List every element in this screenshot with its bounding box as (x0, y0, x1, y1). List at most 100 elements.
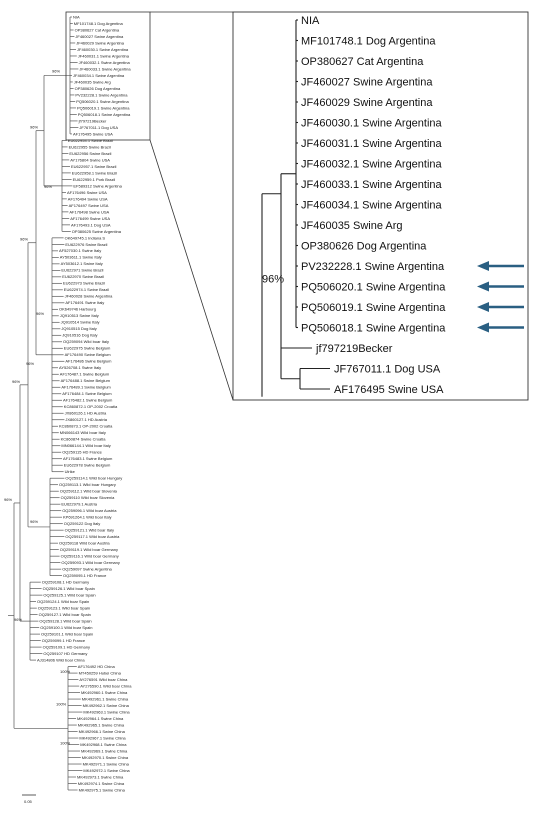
tree-leaf-label: AF176498 Swine USA (69, 209, 109, 214)
tree-leaf-label: AY276590.1 Wild boar China (80, 683, 132, 688)
tree-leaf-label: EU622957.1 Swine Brazil (71, 164, 116, 169)
tree-leaf-label: Ulrike (65, 469, 76, 474)
tree-leaf-label: EU622958.1 Swine Brazil (72, 170, 117, 175)
tree-leaf-label: AF176482.1 Swine Belgium (63, 398, 113, 403)
tree-leaf-label: OQ259118 Wild boar Austria (59, 541, 110, 546)
tree-leaf-label: AY503612.1 Swine Italy (61, 261, 103, 266)
tree-leaf-label: OQ259109.1 HD Germany (43, 644, 90, 649)
tree-leaf-label: AF176497 Swine USA (69, 203, 109, 208)
tree-support-value: 96% (44, 184, 52, 189)
tree-leaf-label: MK492960.1 Swine China (81, 690, 128, 695)
tree-leaf-label: JQ910514 Swine Italy (61, 320, 100, 325)
tree-leaf-label: PQ506018.1 Swine Argentina (78, 112, 131, 117)
tree-leaf-label: MN066143 Wild boar Italy (60, 430, 106, 435)
tree-support-value: 96% (20, 237, 28, 242)
tree-support-value: 100% (60, 669, 71, 674)
tree-leaf-label: OQ259107 HD Germany (43, 651, 87, 656)
tree-leaf-label: KC860874 Swine Croatia (61, 437, 107, 442)
zoom-leaf-label: JF767011.1 Dog USA (334, 364, 441, 376)
tree-leaf-label: OP380625 Swine Argentina (72, 229, 122, 234)
highlight-arrow-head (477, 322, 489, 333)
tree-leaf-label: PV232228.1 Swine Argentina (75, 92, 128, 97)
tree-leaf-label: EU622956 Swine Brazil (69, 151, 111, 156)
tree-leaf-label: MK492968.1 Swine China (80, 742, 127, 747)
tree-leaf-label: MK492967.1 Swine China (79, 735, 126, 740)
tree-leaf-label: OQ259128.1 Wild boar Spain (39, 619, 91, 624)
tree-leaf-label: MK492969.1 Swine China (81, 748, 128, 753)
tree-leaf-label: PQ506020.1 Swine Argentina (76, 99, 129, 104)
tree-leaf-label: KC860873.1 OP-2002 Croatia (59, 424, 113, 429)
tree-leaf-label: AF176499 Swine USA (70, 216, 110, 221)
zoom-leaf-label: MF101748.1 Dog Argentina (301, 36, 436, 48)
tree-leaf-label: OQ259099.1 HD France (42, 638, 86, 643)
tree-leaf-label: JQ910513 Swine Italy (60, 313, 99, 318)
highlight-arrow-head (477, 302, 489, 312)
tree-leaf-label: EU622978 Swine Belgium (64, 463, 111, 468)
clade-highlight-box (65, 11, 151, 141)
tree-leaf-label: MK492974.1 Swine China (78, 781, 125, 786)
tree-leaf-label: JF767011.1 Dog USA (79, 125, 118, 130)
tree-leaf-label: OQ259125.1 Wild boar Spain (43, 593, 95, 598)
tree-support-value: 100% (56, 702, 67, 707)
tree-leaf-label: MK492972.1 Swine China (83, 768, 130, 773)
tree-leaf-label: MF101748.1 Dog Argentina (74, 21, 124, 26)
tree-leaf-label: JF460030.1 Swine Argentina (77, 47, 129, 52)
tree-support-value: 96% (26, 361, 34, 366)
tree-leaf-label: OQ259114.1 Wild boar Hungary (65, 476, 122, 481)
tree-leaf-label: AF176495 Swine USA (73, 131, 113, 136)
tree-leaf-label: AF176483.1 Swine Belgium (63, 456, 113, 461)
zoom-leaf-label: JF460030.1 Swine Argentina (301, 118, 443, 130)
tree-leaf-label: MT450259 Hubei China (79, 670, 122, 675)
tree-leaf-label: MN066144.1 Wild boar Italy (61, 443, 110, 448)
tree-leaf-label: AY276591 Wild boar China (79, 677, 128, 682)
zoom-leaf-label: JF460033.1 Swine Argentina (301, 179, 443, 191)
zoom-leaf-label: PQ506020.1 Swine Argentina (301, 282, 446, 294)
tree-leaf-label: AJ314806 Wild boar China (37, 657, 85, 662)
tree-leaf-label: OQ259124.1 Wild boar Spain (37, 599, 89, 604)
tree-leaf-label: JF460034.1 Swine Argentina (73, 73, 125, 78)
tree-leaf-label: MK492963.1 Swine China (83, 709, 130, 714)
tree-leaf-label: OQ259108.1 HD Germany (42, 580, 89, 585)
tree-leaf-label: MK492966.1 Swine China (79, 729, 126, 734)
tree-leaf-label: AY526708.1 Swine Italy (59, 365, 101, 370)
tree-leaf-label: AY176804 Swine USA (70, 157, 110, 162)
tree-leaf-label: OQ259094 Wild boar Italy (63, 339, 109, 344)
tree-leaf-label: JF460029 Swine Argentina (76, 40, 125, 45)
tree-leaf-label: NIA (73, 14, 80, 19)
tree-leaf-label: EU622959.1 Pork Brazil (73, 177, 116, 182)
tree-leaf-label: OQ259115 HD France (62, 450, 102, 455)
tree-leaf-label: EU622975 Swine Belgium (64, 346, 111, 351)
tree-support-value: 96% (30, 125, 38, 130)
tree-leaf-label: JF460027 Swine Argentina (75, 34, 124, 39)
tree-leaf-label: AY503611.1 Swine Italy (60, 255, 102, 260)
tree-leaf-label: OQ259097 Swine Argentina (62, 567, 112, 572)
zoom-leaf-label: JF460035 Swine Arg (301, 220, 403, 232)
tree-support-value: 96% (36, 311, 44, 316)
tree-leaf-label: OK649746 Harbourg (59, 307, 96, 312)
tree-leaf-label: AF176487.1 Swine Belgium (60, 372, 110, 377)
tree-leaf-label: KP691264.1 Wild boar Italy (63, 515, 111, 520)
zoom-leaf-label: PQ506018.1 Swine Argentina (301, 323, 446, 335)
tree-leaf-label: OQ259101.1 Wild boar Spain (41, 632, 93, 637)
tree-leaf-label: OK649745.1 Indiana S (65, 235, 106, 240)
tree-leaf-label: OQ259093.1 Wild boar Germany (61, 560, 119, 565)
tree-leaf-label: OQ259121.1 Wild boar Italy (65, 528, 114, 533)
tree-leaf-label: JQ910516 Dog Italy (62, 333, 97, 338)
tree-leaf-label: OQ259116.1 Wild boar Germany (61, 554, 119, 559)
tree-leaf-label: OQ259126.1 Wild boar Spain (43, 586, 95, 591)
tree-leaf-label: JF460032.1 Swine Argentina (79, 60, 131, 65)
tree-leaf-label: JX860127.1 HD Austria (65, 417, 107, 422)
zoom-leaf-label: JF460027 Swine Argentina (301, 77, 433, 89)
tree-leaf-label: AF176496 Swine USA (67, 190, 107, 195)
zoom-leaf-label: JF460032.1 Swine Argentina (301, 159, 443, 171)
tree-leaf-label: OQ259095.1 HD France (63, 573, 107, 578)
tree-leaf-label: OP380627 Cat Argentina (75, 27, 120, 32)
tree-leaf-label: AF176494 Swine USA (68, 196, 108, 201)
tree-leaf-label: JF460035 Swine Arg (74, 79, 111, 84)
tree-leaf-label: AF176493.1 Dog USA (71, 222, 111, 227)
zoom-leaf-label: PV232228.1 Swine Argentina (301, 261, 445, 273)
tree-support-value: 96% (4, 497, 12, 502)
zoom-leaf-label: JF460031.1 Swine Argentina (301, 138, 443, 150)
